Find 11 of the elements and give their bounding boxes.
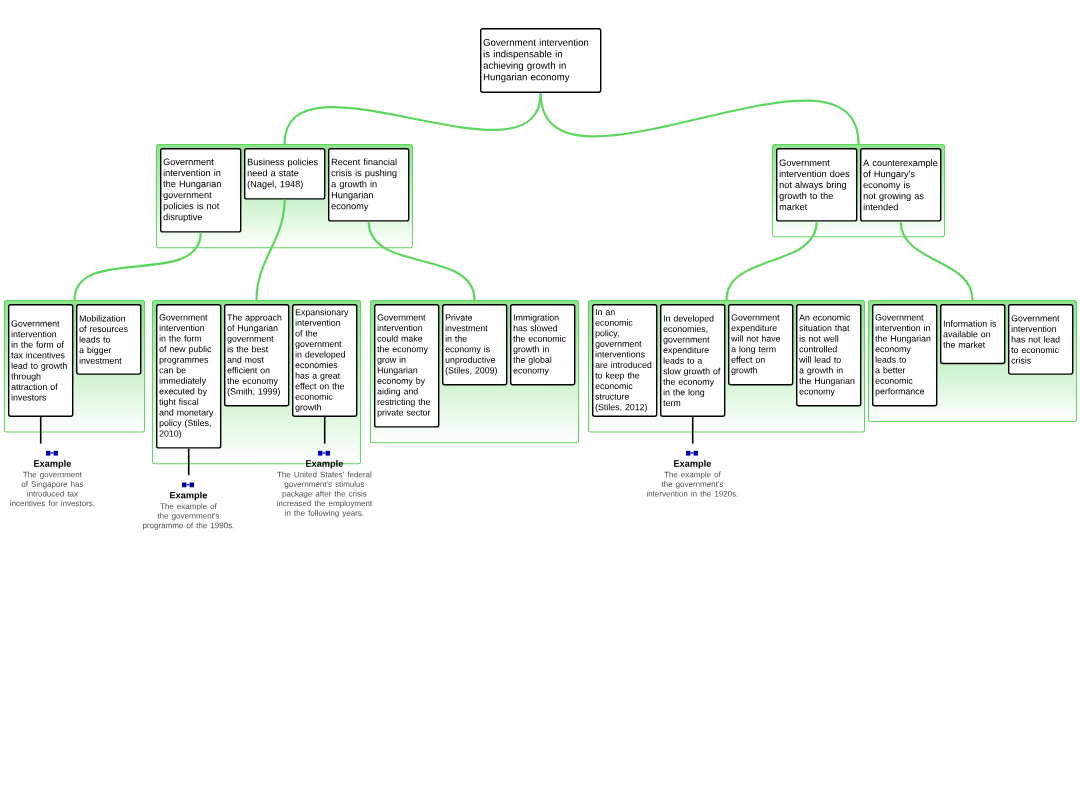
leader-line [187, 447, 190, 477]
connector-line [899, 221, 974, 301]
connector-line [255, 199, 286, 301]
leader-line [323, 416, 326, 445]
leader-line [691, 416, 694, 445]
connector-line [539, 92, 860, 145]
connector-line [73, 232, 202, 301]
leader-line [39, 416, 42, 445]
connector-line [283, 92, 542, 145]
connector-line [725, 221, 818, 301]
connector-line [367, 221, 476, 301]
